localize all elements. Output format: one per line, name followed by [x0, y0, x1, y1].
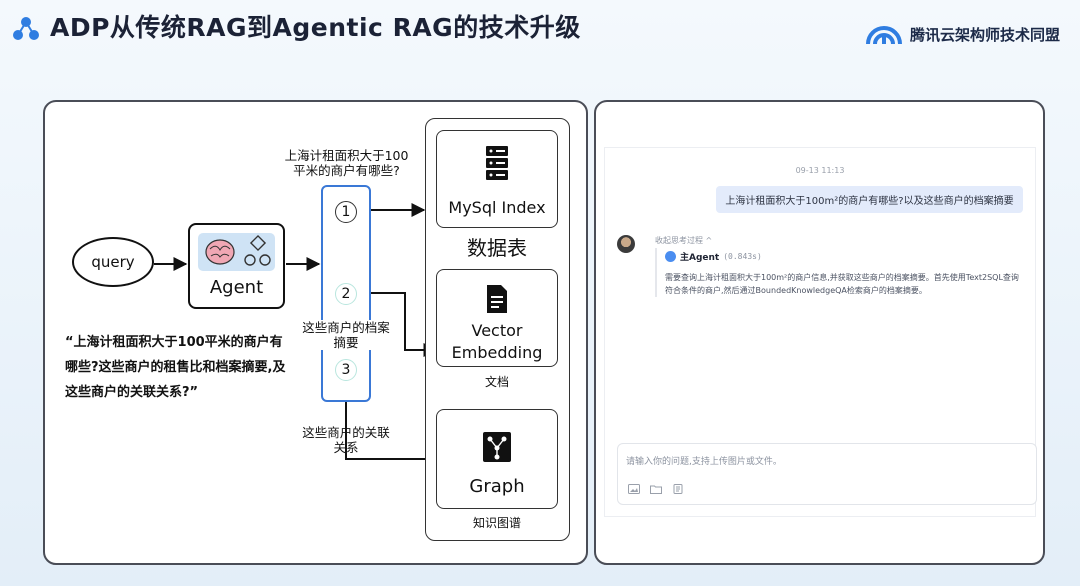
- vector-store-label: Vector Embedding: [451, 321, 543, 362]
- thinking-text: 需要查询上海计租面积大于100m²的商户信息,并获取这些商户的档案摘要。首先使用…: [665, 273, 1019, 295]
- agent-icons: [198, 233, 275, 271]
- user-message-text: 上海计租面积大于100m²的商户有哪些?以及这些商户的档案摘要: [725, 196, 1014, 207]
- shapes-icon: [244, 234, 271, 266]
- tencent-cloud-logo-icon: [866, 26, 902, 45]
- avatar: [617, 235, 635, 253]
- document-icon: [487, 285, 507, 313]
- brand: 腾讯云架构师技术同盟: [864, 22, 1060, 46]
- graph-store-label: Graph: [469, 476, 525, 497]
- knowledge-graph-label: 知识图谱: [472, 516, 521, 530]
- chat-timestamp: 09-13 11:13: [795, 166, 845, 175]
- agent-node: Agent: [188, 223, 285, 309]
- image-upload-icon[interactable]: [628, 484, 640, 494]
- agent-name: 主Agent: [680, 253, 720, 263]
- thinking-block: 主Agent (0.843s) 需要查询上海计租面积大于100m²的商户信息,并…: [655, 248, 1025, 297]
- attachment-icon[interactable]: [672, 484, 684, 494]
- molecule-logo-icon: [13, 17, 39, 40]
- collapse-thinking-toggle[interactable]: 收起思考过程 ^: [655, 236, 713, 245]
- user-message: 上海计租面积大于100m²的商户有哪些?以及这些商户的档案摘要: [716, 186, 1023, 213]
- vector-store: Vector Embedding: [436, 269, 558, 367]
- step-2: 2: [335, 283, 357, 305]
- summary-caption: 这些商户的档案摘要: [301, 320, 391, 350]
- graph-store: Graph: [436, 409, 558, 509]
- question-quote: “上海计租面积大于100平米的商户有哪些?这些商户的租售比和档案摘要,及这些商户…: [65, 335, 286, 400]
- agent-bot-icon: [665, 251, 676, 262]
- mysql-store-label: MySql Index: [448, 198, 546, 217]
- query-node: query: [72, 237, 154, 287]
- agent-header: 主Agent (0.843s): [665, 250, 1025, 263]
- query-label: query: [91, 253, 135, 271]
- table-group-label: 数据表: [467, 236, 527, 260]
- graph-icon: [483, 432, 511, 462]
- brand-name: 腾讯云架构师技术同盟: [910, 25, 1061, 44]
- chat-input[interactable]: 请输入你的问题,支持上传图片或文件。: [617, 443, 1037, 505]
- chat-window: 09-13 11:13 上海计租面积大于100m²的商户有哪些?以及这些商户的档…: [604, 147, 1037, 517]
- agent-label: Agent: [209, 277, 264, 298]
- server-icon: [486, 146, 508, 180]
- document-group-label: 文档: [484, 375, 509, 389]
- agent-latency: (0.843s): [723, 252, 762, 261]
- step-1: 1: [335, 201, 357, 223]
- chat-input-placeholder: 请输入你的问题,支持上传图片或文件。: [626, 457, 782, 467]
- question-caption: 上海计租面积大于100平米的商户有哪些?: [284, 148, 409, 178]
- page-title: ADP从传统RAG到Agentic RAG的技术升级: [50, 13, 581, 42]
- mysql-store: MySql Index: [436, 130, 558, 228]
- folder-icon[interactable]: [650, 484, 662, 494]
- step-3: 3: [335, 359, 357, 381]
- input-toolbar: [628, 484, 684, 494]
- relation-caption: 这些商户的关联关系: [302, 425, 390, 455]
- brain-icon: [205, 239, 235, 265]
